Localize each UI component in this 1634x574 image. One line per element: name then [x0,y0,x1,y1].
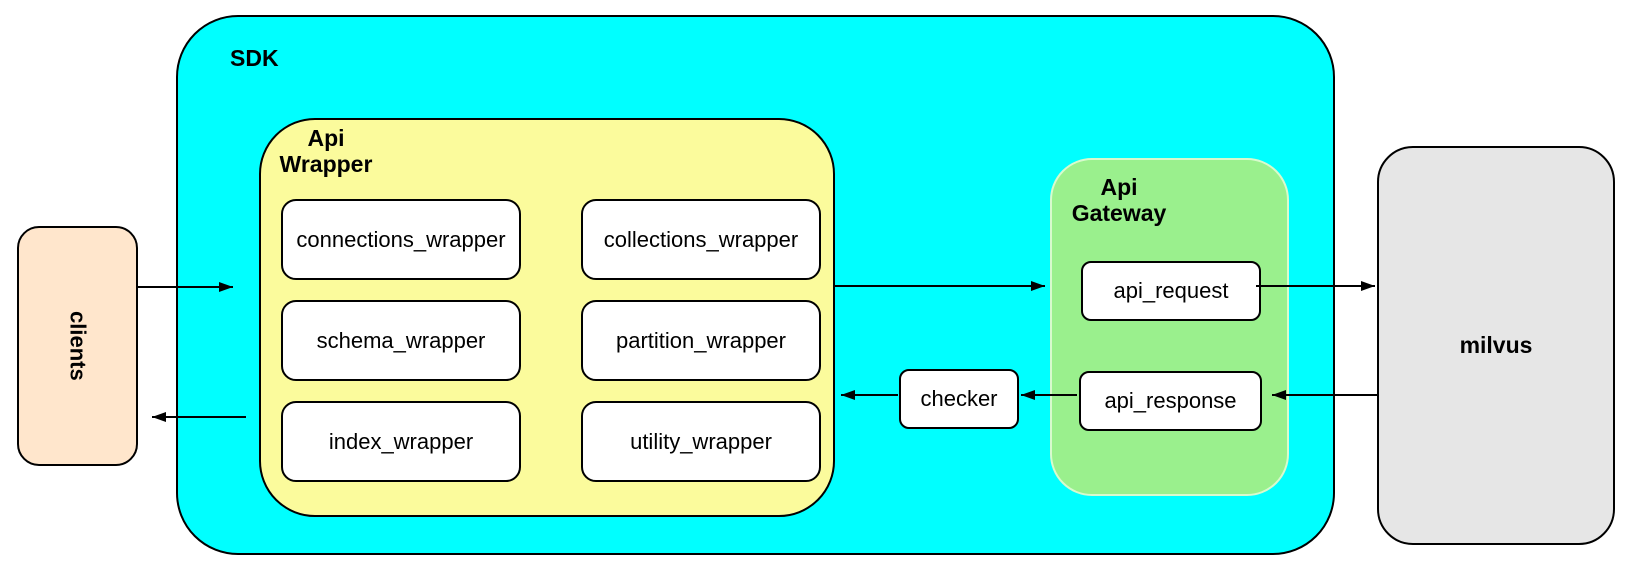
api-wrapper-label-line2: Wrapper [279,151,373,177]
api-gateway-label-line2: Gateway [1071,200,1167,226]
module-index-wrapper: index_wrapper [281,401,521,482]
milvus-box: milvus [1377,146,1615,545]
sdk-container: SDK Api Wrapper connections_wrapper coll… [176,15,1335,555]
api-request-box: api_request [1081,261,1261,321]
api-wrapper-container: Api Wrapper connections_wrapper collecti… [259,118,835,517]
module-collections-wrapper: collections_wrapper [581,199,821,280]
module-schema-wrapper: schema_wrapper [281,300,521,381]
sdk-label: SDK [230,45,279,71]
milvus-label: milvus [1459,332,1533,358]
module-partition-wrapper: partition_wrapper [581,300,821,381]
api-gateway-label-line1: Api [1100,174,1138,200]
module-utility-wrapper: utility_wrapper [581,401,821,482]
clients-box: clients [17,226,138,466]
api-response-box: api_response [1079,371,1262,431]
checker-box: checker [899,369,1019,429]
api-gateway-container: Api Gateway api_request api_response [1050,158,1289,496]
module-connections-wrapper: connections_wrapper [281,199,521,280]
api-gateway-label: Api Gateway [1064,174,1174,226]
api-wrapper-label-line1: Api [307,125,345,151]
api-wrapper-label: Api Wrapper [269,125,383,177]
clients-label: clients [65,311,91,381]
